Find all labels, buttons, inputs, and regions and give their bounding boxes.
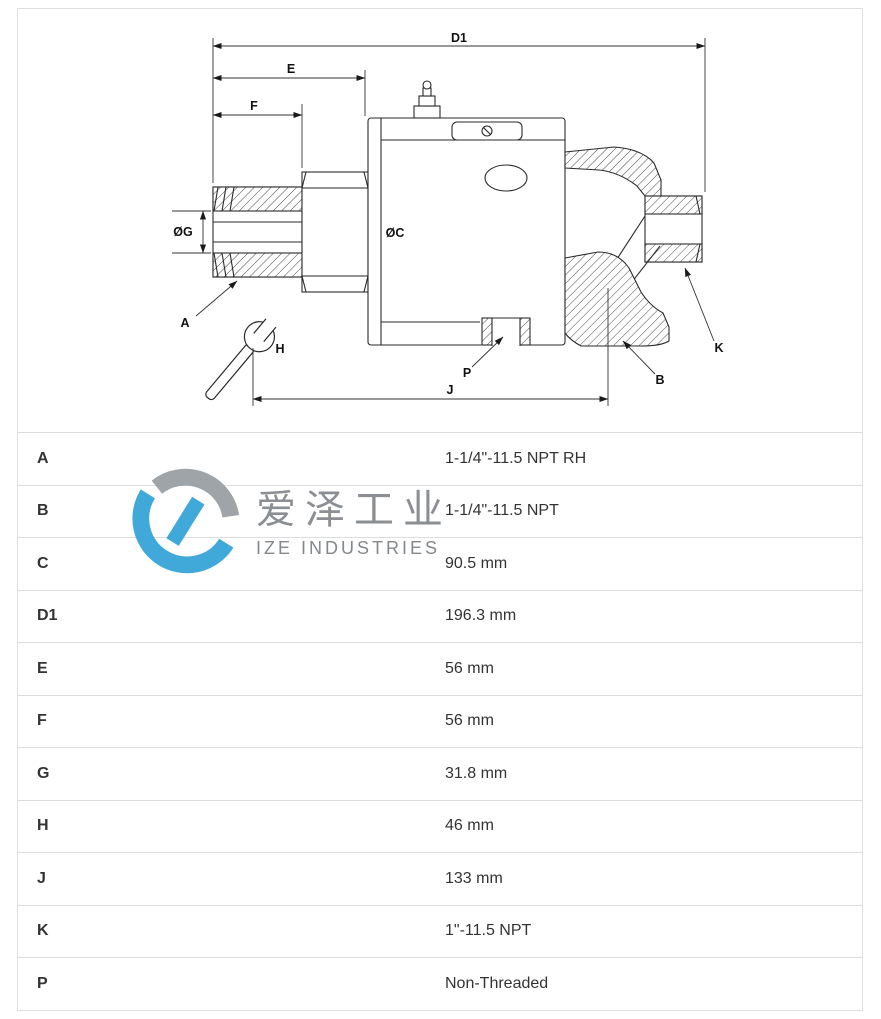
spec-value: 46 mm [445, 817, 494, 835]
spec-value: 90.5 mm [445, 554, 508, 572]
dimension-lines [172, 38, 715, 406]
technical-drawing: D1 E F ØG ØC A H P J B K [172, 31, 724, 406]
table-row: G 31.8 mm [18, 747, 862, 800]
left-threaded-shaft [212, 186, 303, 278]
bottom-port [481, 317, 531, 346]
product-sheet: D1 E F ØG ØC A H P J B K A 1-1/4"-11.5 N… [17, 8, 863, 1011]
label-h: H [275, 342, 284, 356]
upper-flange [564, 146, 662, 197]
table-row: K 1"-11.5 NPT [18, 904, 862, 958]
grease-fitting [413, 80, 441, 119]
label-j: J [447, 383, 454, 397]
drawing-area: D1 E F ØG ØC A H P J B K [18, 9, 862, 432]
label-k: K [714, 341, 723, 355]
spec-table: A 1-1/4"-11.5 NPT RH B 1-1/4"-11.5 NPT C… [18, 432, 862, 1010]
spec-key: G [37, 764, 50, 782]
label-c: ØC [386, 226, 405, 240]
spec-value: 1-1/4"-11.5 NPT [445, 502, 559, 520]
table-row: H 46 mm [18, 799, 862, 853]
drawing-labels: D1 E F ØG ØC A H P J B K [173, 31, 723, 397]
hex-nut [301, 171, 369, 293]
main-body [367, 117, 566, 346]
label-e: E [287, 62, 295, 76]
label-b: B [655, 373, 664, 387]
spec-value: 1-1/4"-11.5 NPT RH [445, 449, 587, 467]
right-port [644, 195, 703, 263]
table-row: B 1-1/4"-11.5 NPT [18, 484, 862, 538]
spec-key: J [37, 869, 46, 887]
label-p: P [463, 366, 471, 380]
spec-key: F [37, 712, 47, 730]
table-row: D1 196.3 mm [18, 589, 862, 643]
table-row: E 56 mm [18, 642, 862, 695]
rotary-union-geometry [205, 80, 703, 401]
lower-flange [564, 251, 670, 347]
spec-value: 56 mm [445, 712, 494, 730]
table-row: F 56 mm [18, 694, 862, 748]
spec-key: H [37, 817, 49, 835]
label-d1: D1 [451, 31, 467, 45]
spec-key: E [37, 659, 48, 677]
spec-value: Non-Threaded [445, 974, 549, 992]
spec-key: A [37, 449, 49, 467]
spec-key: P [37, 974, 48, 992]
label-g: ØG [173, 225, 192, 239]
spec-value: 196.3 mm [445, 607, 517, 625]
spec-key: C [37, 554, 49, 572]
label-a: A [180, 316, 189, 330]
table-row: A 1-1/4"-11.5 NPT RH [18, 432, 862, 485]
spec-value: 56 mm [445, 659, 494, 677]
spec-value: 133 mm [445, 869, 503, 887]
label-f: F [250, 99, 258, 113]
spec-key: D1 [37, 607, 58, 625]
table-row: J 133 mm [18, 852, 862, 905]
table-row: P Non-Threaded [18, 957, 862, 1010]
table-row: C 90.5 mm [18, 537, 862, 590]
spec-value: 1"-11.5 NPT [445, 922, 532, 940]
wrench-icon [205, 316, 278, 401]
spec-key: B [37, 502, 49, 520]
spec-value: 31.8 mm [445, 764, 508, 782]
spec-key: K [37, 922, 49, 940]
